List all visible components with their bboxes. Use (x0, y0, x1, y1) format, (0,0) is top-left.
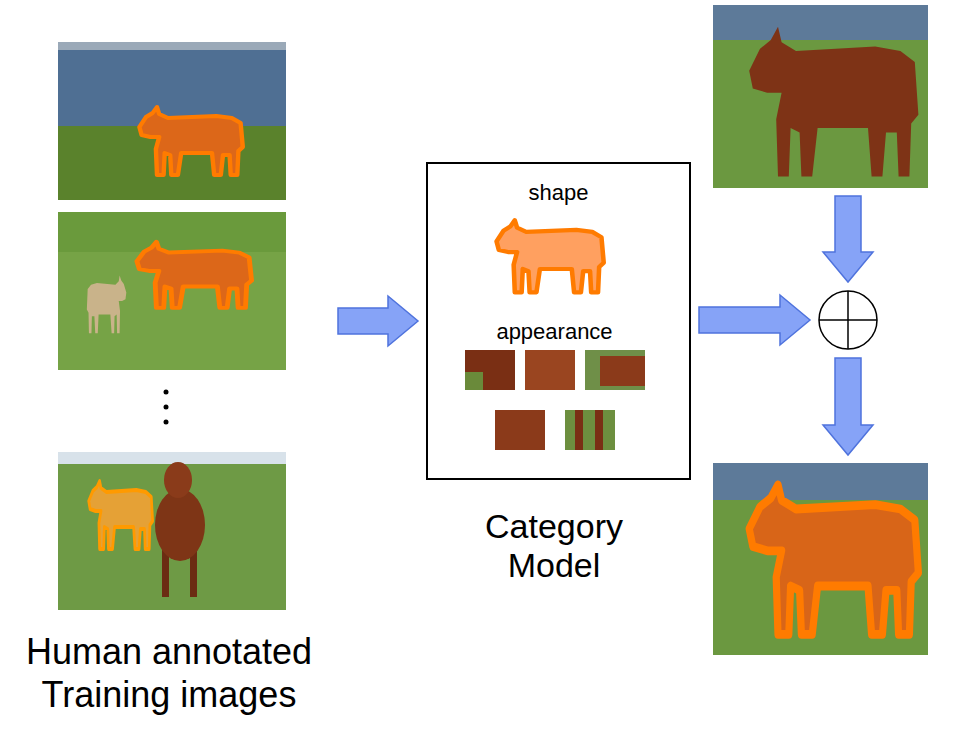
cow (89, 481, 153, 549)
patch (465, 350, 515, 390)
test-image (713, 5, 928, 188)
training-photo (58, 42, 286, 200)
sky (58, 452, 286, 464)
ellipsis-dot (164, 390, 169, 395)
patch (565, 410, 615, 450)
patch (495, 410, 545, 450)
sky (58, 42, 286, 50)
patch (585, 350, 645, 390)
training-photo (58, 452, 286, 610)
caption: Human annotated Training images (8, 630, 330, 716)
patch (595, 410, 603, 450)
training-images: Human annotated Training images (8, 40, 330, 728)
section-label: shape (428, 180, 689, 206)
patch (525, 350, 575, 390)
test-photo (713, 5, 928, 188)
segmentation-outline (749, 485, 918, 635)
grass (58, 212, 286, 252)
cow-head (164, 462, 192, 498)
cow (137, 242, 252, 308)
combine-circle (818, 290, 878, 350)
block-arrow (699, 295, 810, 345)
grass (58, 212, 286, 370)
annotation-outline (89, 481, 153, 549)
category-model-box: shapeappearanceCategory Model (426, 162, 691, 480)
sea (58, 50, 286, 126)
annotation-outline (137, 242, 252, 308)
patch (575, 410, 583, 450)
ellipsis-dot (164, 405, 169, 410)
circle-outline (818, 290, 878, 350)
sea (713, 463, 928, 500)
block-arrow (823, 196, 873, 282)
patch (465, 372, 483, 390)
patch (600, 356, 645, 386)
block-arrow (823, 358, 873, 455)
sea (713, 5, 928, 40)
result-image (713, 463, 928, 655)
cow-body (155, 489, 205, 561)
cow (749, 485, 918, 635)
calf (87, 275, 126, 333)
plus-symbol (819, 319, 877, 321)
shape-model (497, 220, 604, 292)
combine-circle-outline (819, 291, 877, 349)
cow (139, 107, 242, 175)
result-photo (713, 463, 928, 655)
appearance-patches (465, 350, 645, 450)
training-photo (58, 212, 286, 370)
annotation-outline (139, 107, 242, 175)
box-heading: Category Model (454, 507, 654, 585)
section-label: appearance (428, 319, 681, 345)
ellipsis-dot (164, 420, 169, 425)
block-arrow (338, 296, 418, 346)
cow (749, 27, 918, 177)
